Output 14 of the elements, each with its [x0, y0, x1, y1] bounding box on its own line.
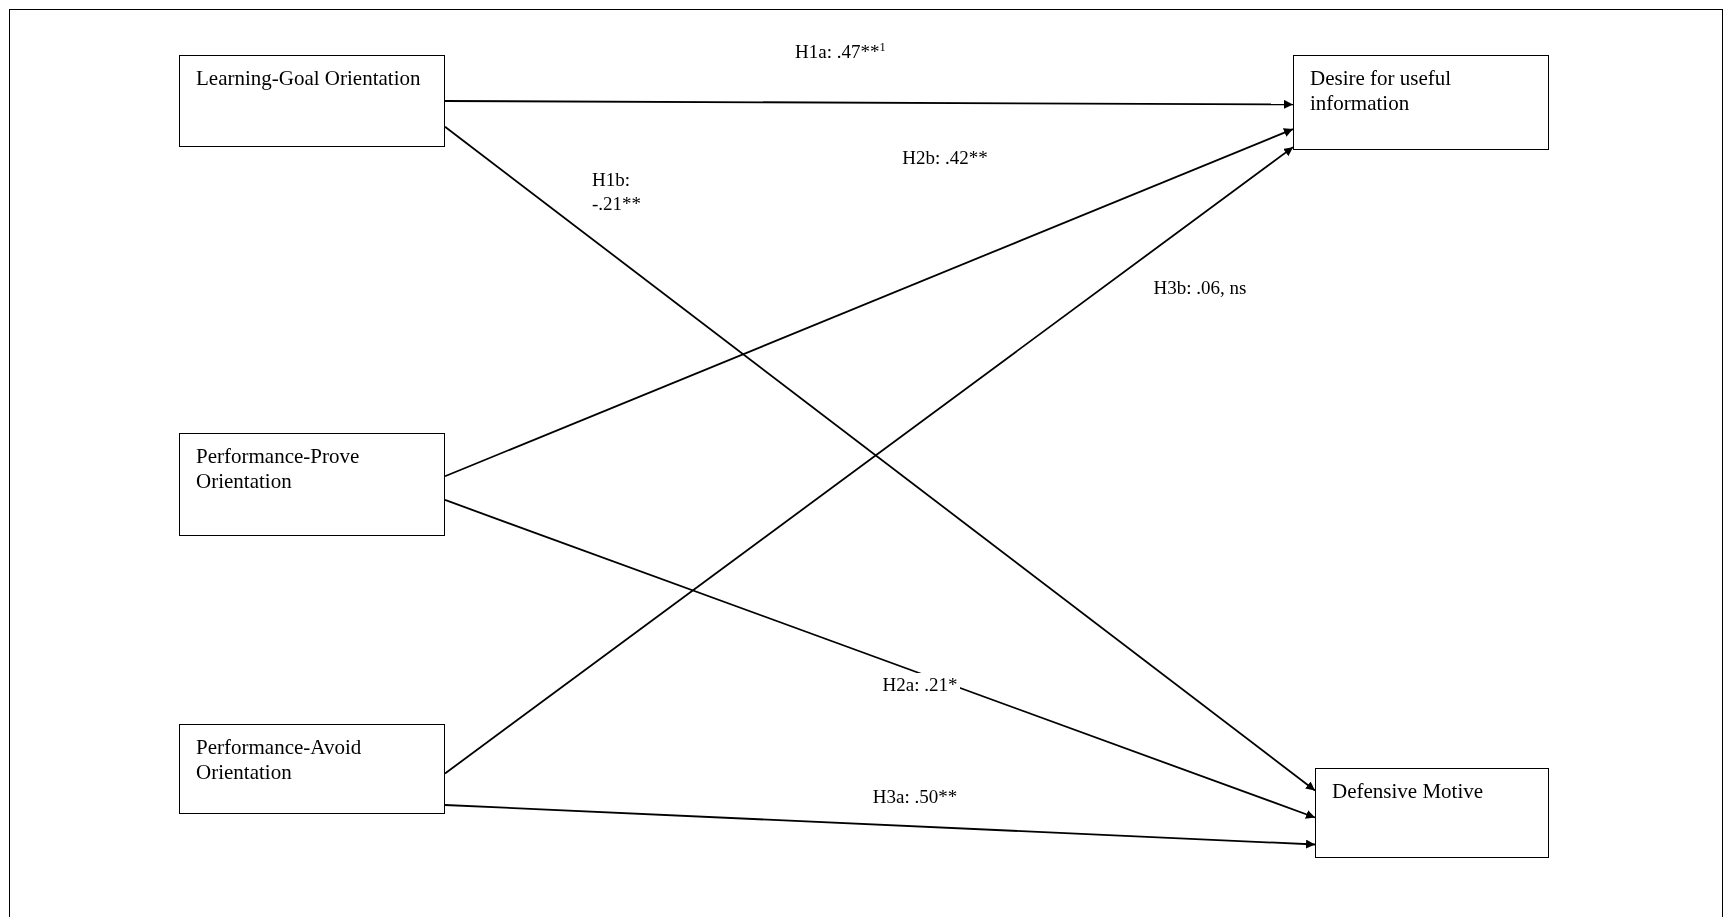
concept-label: Desire for useful information: [1310, 66, 1453, 117]
concept-label: Defensive Motive: [1332, 779, 1485, 805]
concept-box: [179, 433, 445, 536]
concept-label: Learning-Goal Orientation: [196, 66, 422, 92]
arrow: [444, 128, 1294, 478]
concept-box: [1293, 55, 1549, 150]
concept-box: [1315, 768, 1549, 858]
concept-box: [179, 55, 445, 147]
concept-box: [179, 724, 445, 814]
arrow: [444, 804, 1316, 849]
arrow: [444, 499, 1316, 819]
concept-label: Performance-Avoid Orientation: [196, 735, 363, 786]
concept-label: Performance-Prove Orientation: [196, 444, 361, 495]
arrow: [444, 99, 1294, 109]
